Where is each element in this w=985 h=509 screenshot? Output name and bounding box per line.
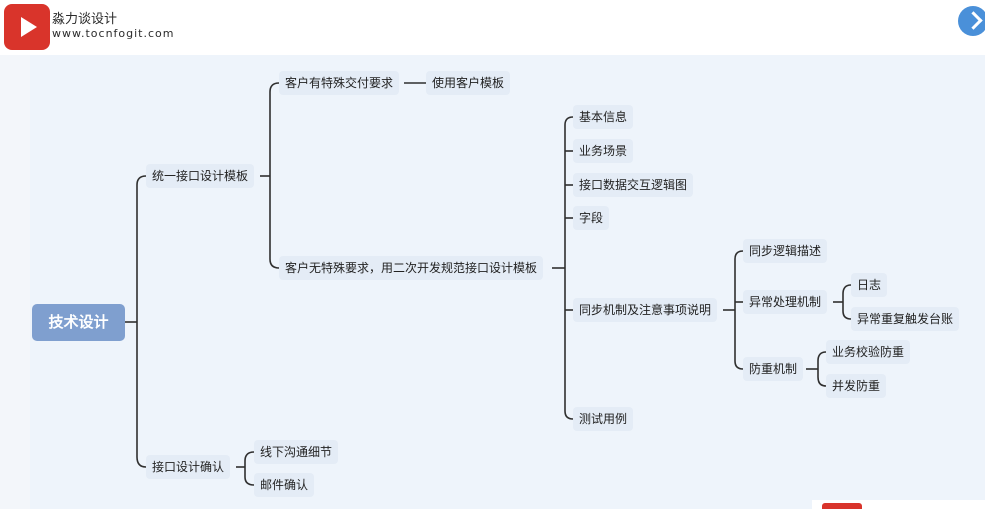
- app-mark-icon: [822, 503, 862, 509]
- node-offline-communication[interactable]: 线下沟通细节: [254, 440, 339, 464]
- mindmap-canvas: [30, 55, 985, 509]
- watermark-text: 淼力谈设计: [52, 12, 118, 27]
- play-icon: [4, 4, 50, 50]
- node-dedup-mechanism[interactable]: 防重机制: [743, 357, 804, 381]
- node-exception-handling[interactable]: 异常处理机制: [743, 290, 828, 314]
- node-design-confirm[interactable]: 接口设计确认: [146, 455, 231, 479]
- node-basic-info[interactable]: 基本信息: [573, 105, 634, 129]
- bottom-strip: [812, 500, 985, 509]
- node-sync-logic[interactable]: 同步逻辑描述: [743, 239, 828, 263]
- node-exception-ledger[interactable]: 异常重复触发台账: [851, 307, 960, 331]
- node-interaction-diagram[interactable]: 接口数据交互逻辑图: [573, 173, 694, 197]
- node-use-client-template[interactable]: 使用客户模板: [426, 71, 511, 95]
- node-special-delivery[interactable]: 客户有特殊交付要求: [279, 71, 400, 95]
- node-concurrency-dedup[interactable]: 并发防重: [826, 374, 887, 398]
- refresh-icon[interactable]: [958, 6, 985, 36]
- node-email-confirm[interactable]: 邮件确认: [254, 473, 315, 497]
- watermark-url: www.tocnfogit.com: [52, 27, 175, 40]
- node-unified-template[interactable]: 统一接口设计模板: [146, 164, 255, 188]
- node-sync-mechanism[interactable]: 同步机制及注意事项说明: [573, 298, 718, 322]
- node-business-scenario[interactable]: 业务场景: [573, 139, 634, 163]
- node-log[interactable]: 日志: [851, 273, 888, 297]
- top-bar: [0, 0, 985, 55]
- node-no-special-requirement[interactable]: 客户无特殊要求，用二次开发规范接口设计模板: [279, 256, 544, 280]
- node-business-dedup[interactable]: 业务校验防重: [826, 340, 911, 364]
- node-test-cases[interactable]: 测试用例: [573, 407, 634, 431]
- node-fields[interactable]: 字段: [573, 206, 610, 230]
- root-node[interactable]: 技术设计: [32, 304, 125, 341]
